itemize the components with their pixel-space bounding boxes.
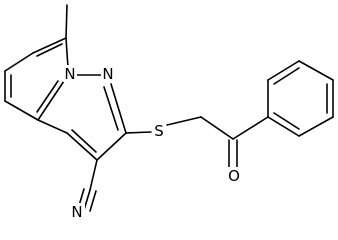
bond-co-phenyl <box>232 116 269 140</box>
nitrile-single-bond <box>89 159 98 191</box>
bond-c4-c3a <box>4 100 39 121</box>
s-label-bg <box>152 122 166 139</box>
nitrile-n-label-bg <box>69 203 85 220</box>
bond-c3a-c3a <box>37 119 68 134</box>
n1-label-bg <box>63 65 77 82</box>
bond-s-ch2 <box>166 116 202 126</box>
phenyl-bond-6 <box>267 116 300 137</box>
bond-c7-c6-inner <box>36 43 63 57</box>
phenyl-bond-3 <box>298 60 334 81</box>
methyl-bond <box>65 4 68 39</box>
o-label-bg <box>226 167 242 184</box>
bond-c7-c6 <box>32 37 67 54</box>
atom-label-o: O <box>228 167 240 185</box>
bond-c2-s <box>125 131 152 134</box>
side-chain <box>125 116 269 169</box>
phenyl-bond-2 <box>267 60 300 81</box>
bond-c2-c3 <box>96 132 127 161</box>
atom-label-s: S <box>154 122 164 140</box>
atom-label-n-pyrazole: N <box>102 65 113 83</box>
n2-label-bg <box>101 65 115 82</box>
phenyl-bond-5 <box>298 116 334 137</box>
phenyl-bond-2-inner <box>273 67 300 85</box>
bond-c3a-n-inner <box>36 80 59 113</box>
pyridine-ring <box>4 37 69 121</box>
bond-ch2-co <box>200 116 234 140</box>
bond-c3-c3a <box>66 132 98 161</box>
nitrile-triple-b <box>89 190 97 212</box>
phenyl-bond-6-inner <box>273 112 300 130</box>
bond-n2-c2 <box>110 83 127 134</box>
atom-label-n-nitrile: N <box>71 203 82 221</box>
bond-n2-c2-inner <box>103 86 119 131</box>
structure-canvas: N N S O N <box>4 4 334 221</box>
phenyl-ring <box>267 60 334 137</box>
bond-c7-n <box>65 37 69 69</box>
bond-c3a-n <box>37 80 65 121</box>
atom-label-n-bridge: N <box>64 65 75 83</box>
bond-c6-c5 <box>4 52 34 72</box>
bond-c3-c3a-inner <box>71 129 97 153</box>
pyrazole-ring <box>37 74 127 161</box>
atom-labels: N N S O N <box>63 65 242 221</box>
